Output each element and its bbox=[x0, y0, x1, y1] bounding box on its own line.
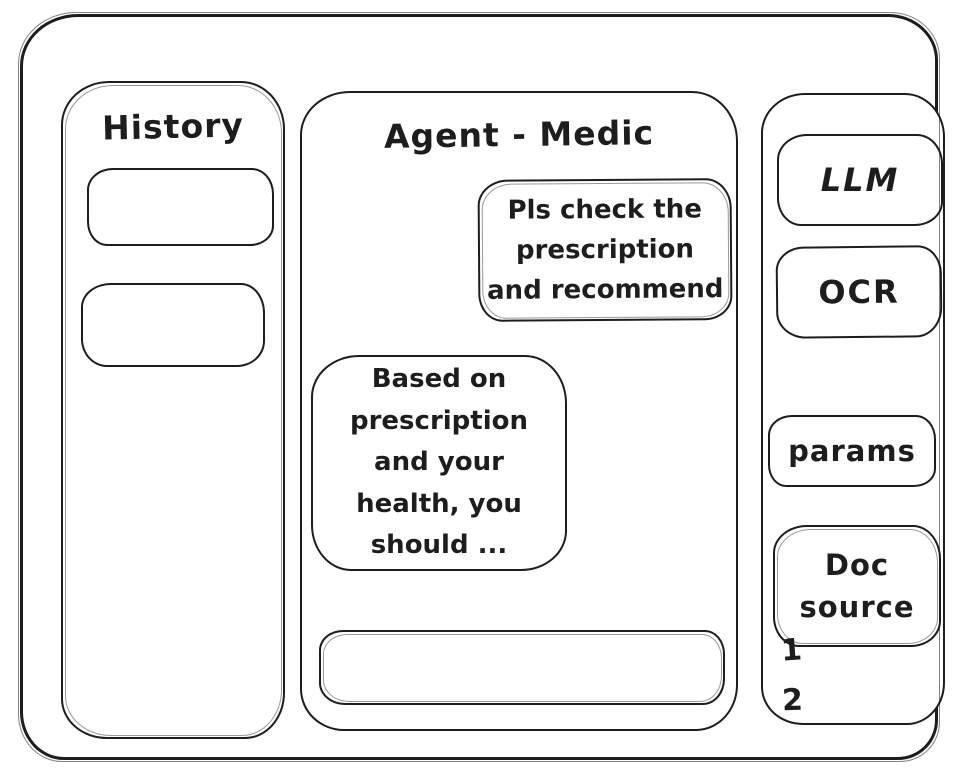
history-title: History bbox=[101, 105, 245, 148]
history-item[interactable] bbox=[87, 168, 274, 246]
history-item[interactable] bbox=[81, 283, 265, 367]
chat-input[interactable] bbox=[319, 630, 725, 705]
ocr-button[interactable]: OCR bbox=[775, 245, 943, 339]
user-message-bubble: Pls check the prescription and recommend bbox=[477, 178, 733, 322]
params-button[interactable]: params bbox=[768, 415, 936, 487]
doc-source-item-2[interactable]: 2 bbox=[781, 682, 804, 719]
history-panel: History bbox=[61, 81, 285, 739]
llm-button[interactable]: LLM bbox=[777, 134, 943, 226]
doc-source-button[interactable]: Doc source bbox=[773, 525, 941, 647]
tools-panel: LLM OCR params Doc source 1 2 bbox=[761, 93, 945, 725]
chat-title: Agent - Medic bbox=[383, 113, 655, 156]
doc-source-item-1[interactable]: 1 bbox=[779, 632, 804, 669]
chat-panel: Agent - Medic Pls check the prescription… bbox=[300, 91, 738, 731]
app-frame: History Agent - Medic Pls check the pres… bbox=[18, 12, 945, 762]
assistant-message-bubble: Based on prescription and your health, y… bbox=[311, 355, 567, 571]
